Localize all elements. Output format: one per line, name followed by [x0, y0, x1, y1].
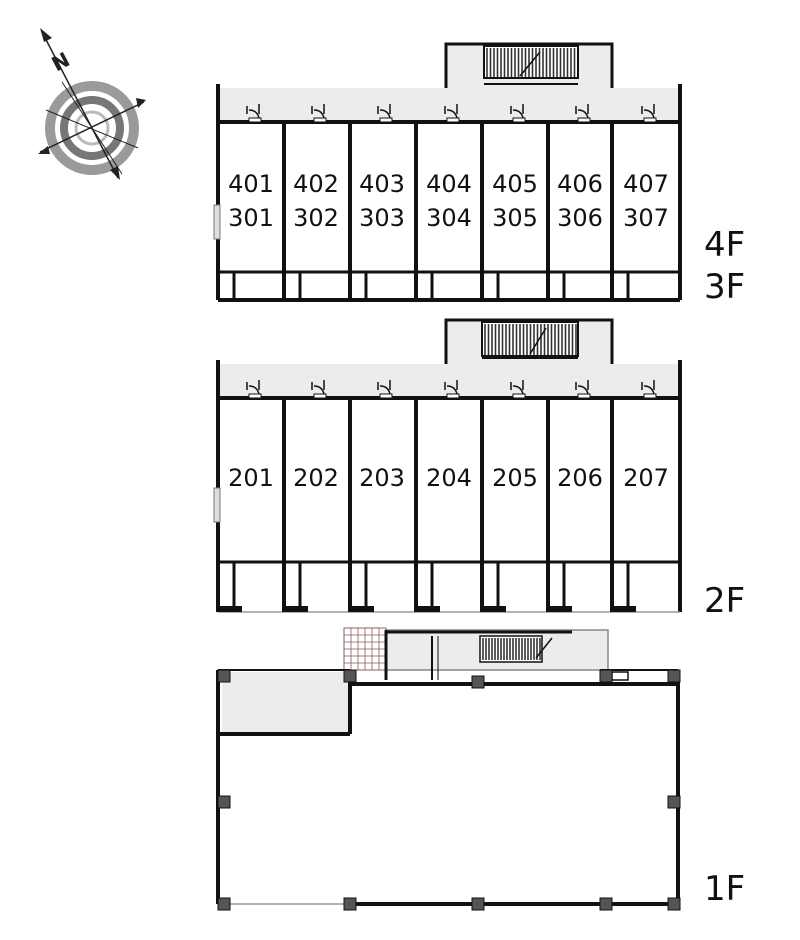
ground-block: 1F [216, 627, 745, 911]
structural-columns [217, 669, 681, 911]
unit-number-label: 301 [228, 204, 274, 232]
column [343, 669, 357, 683]
door-icon [575, 380, 589, 395]
column [217, 669, 231, 683]
unit-number-label: 401 [228, 170, 274, 198]
balcony [550, 560, 610, 610]
balcony [286, 560, 348, 610]
column [217, 795, 231, 809]
door-icon [641, 104, 655, 119]
door-icon [246, 380, 260, 395]
unit-number-label: 207 [623, 464, 669, 492]
north-arrow-icon [40, 28, 52, 42]
door-icon [575, 104, 589, 119]
unit-number-label: 303 [359, 204, 405, 232]
corridor [218, 364, 680, 398]
floor-label-1f: 1F [704, 869, 745, 909]
column [599, 669, 613, 683]
balcony [614, 270, 678, 298]
door-icon [444, 380, 458, 395]
unit-number-label: 305 [492, 204, 538, 232]
unit-number-label: 402 [293, 170, 339, 198]
floor-label-2f: 2F [704, 581, 745, 621]
grid-tiles [343, 627, 387, 671]
column [217, 897, 231, 911]
balcony [352, 270, 414, 298]
balcony [352, 560, 414, 610]
floor-label-3f: 3F [704, 267, 745, 307]
unit-number-label: 201 [228, 464, 274, 492]
balcony [484, 270, 546, 298]
stair-treads [484, 324, 577, 355]
stair-treads [486, 48, 576, 77]
balcony [286, 270, 348, 298]
door-icon [246, 104, 260, 119]
middle-block: 201 202 203 204 205 206 207 2F [213, 318, 745, 621]
floor-label-4f: 4F [704, 225, 745, 265]
balcony [418, 560, 480, 610]
column [667, 897, 681, 911]
parking-roof [222, 672, 350, 734]
unit-number-label: 407 [623, 170, 669, 198]
column [667, 795, 681, 809]
balcony [220, 560, 282, 610]
door-icon [311, 104, 325, 119]
unit-number-label: 202 [293, 464, 339, 492]
door-icon [377, 380, 391, 395]
corridor [218, 88, 680, 122]
unit-number-label: 204 [426, 464, 472, 492]
upper-block: 401 402 403 404 405 406 407 301 302 303 304 305 306 3… [213, 42, 745, 307]
column [471, 675, 485, 689]
door-icon [377, 104, 391, 119]
unit-number-label: 306 [557, 204, 603, 232]
column [667, 669, 681, 683]
door-icon [510, 104, 524, 119]
compass-rose-icon: N [38, 28, 146, 180]
column [343, 897, 357, 911]
door-icon [641, 380, 655, 395]
balcony [484, 560, 546, 610]
door-icon [311, 380, 325, 395]
unit-number-label: 203 [359, 464, 405, 492]
unit-number-label: 307 [623, 204, 669, 232]
unit-number-label: 304 [426, 204, 472, 232]
unit-number-label: 302 [293, 204, 339, 232]
door-icon [510, 380, 524, 395]
unit-number-label: 405 [492, 170, 538, 198]
unit-number-label: 403 [359, 170, 405, 198]
unit-number-label: 205 [492, 464, 538, 492]
balcony [550, 270, 610, 298]
unit-number-label: 404 [426, 170, 472, 198]
balcony [418, 270, 480, 298]
balcony [614, 560, 678, 610]
balcony [220, 270, 282, 298]
door-icon [444, 104, 458, 119]
unit-number-label: 406 [557, 170, 603, 198]
column [471, 897, 485, 911]
unit-number-label: 206 [557, 464, 603, 492]
column [599, 897, 613, 911]
